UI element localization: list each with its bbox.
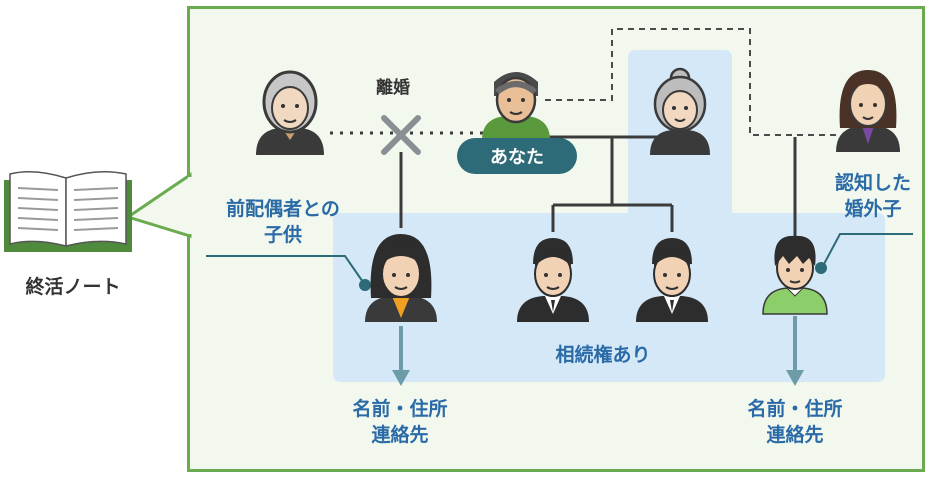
family-lines	[399, 135, 797, 240]
you-badge: あなた	[457, 138, 577, 174]
left-contact-line2: 連絡先	[371, 424, 429, 446]
callout-pointer	[124, 172, 192, 239]
recognized-child-label: 認知した 婚外子	[818, 170, 928, 222]
book-icon	[4, 171, 132, 252]
outside-relationship-line	[545, 28, 840, 136]
divorce-x-icon	[381, 115, 421, 155]
right-contact-info: 名前・住所 連絡先	[720, 396, 870, 448]
ex-child-label-line2: 子供	[263, 224, 302, 246]
man-suit-icon	[517, 238, 589, 322]
man-suit-icon	[636, 238, 708, 322]
right-contact-line2: 連絡先	[766, 424, 824, 446]
inheritance-label: 相続権あり	[555, 344, 651, 366]
divorce-label: 離婚	[376, 78, 410, 98]
ex-child-label: 前配偶者との 子供	[208, 196, 358, 248]
recognized-child-label-line1: 認知した	[834, 172, 911, 194]
down-arrows	[392, 316, 804, 386]
left-contact-info: 名前・住所 連絡先	[325, 396, 475, 448]
recognized-child-label-line2: 婚外子	[844, 198, 902, 220]
left-contact-line1: 名前・住所	[352, 398, 448, 420]
callout-gap	[188, 177, 192, 234]
inheritance-area	[333, 50, 885, 382]
boy-green-icon	[762, 235, 828, 315]
elderly-woman-icon	[650, 67, 710, 155]
woman-purple-icon	[836, 70, 900, 152]
elderly-man-green-icon	[482, 72, 550, 140]
ex-child-label-line1: 前配偶者との	[226, 198, 340, 220]
book-caption: 終活ノート	[25, 276, 121, 298]
woman-orange-icon	[365, 234, 437, 322]
elderly-man-gray-icon	[256, 70, 324, 155]
right-contact-line1: 名前・住所	[747, 398, 843, 420]
label-pointers	[206, 233, 913, 291]
